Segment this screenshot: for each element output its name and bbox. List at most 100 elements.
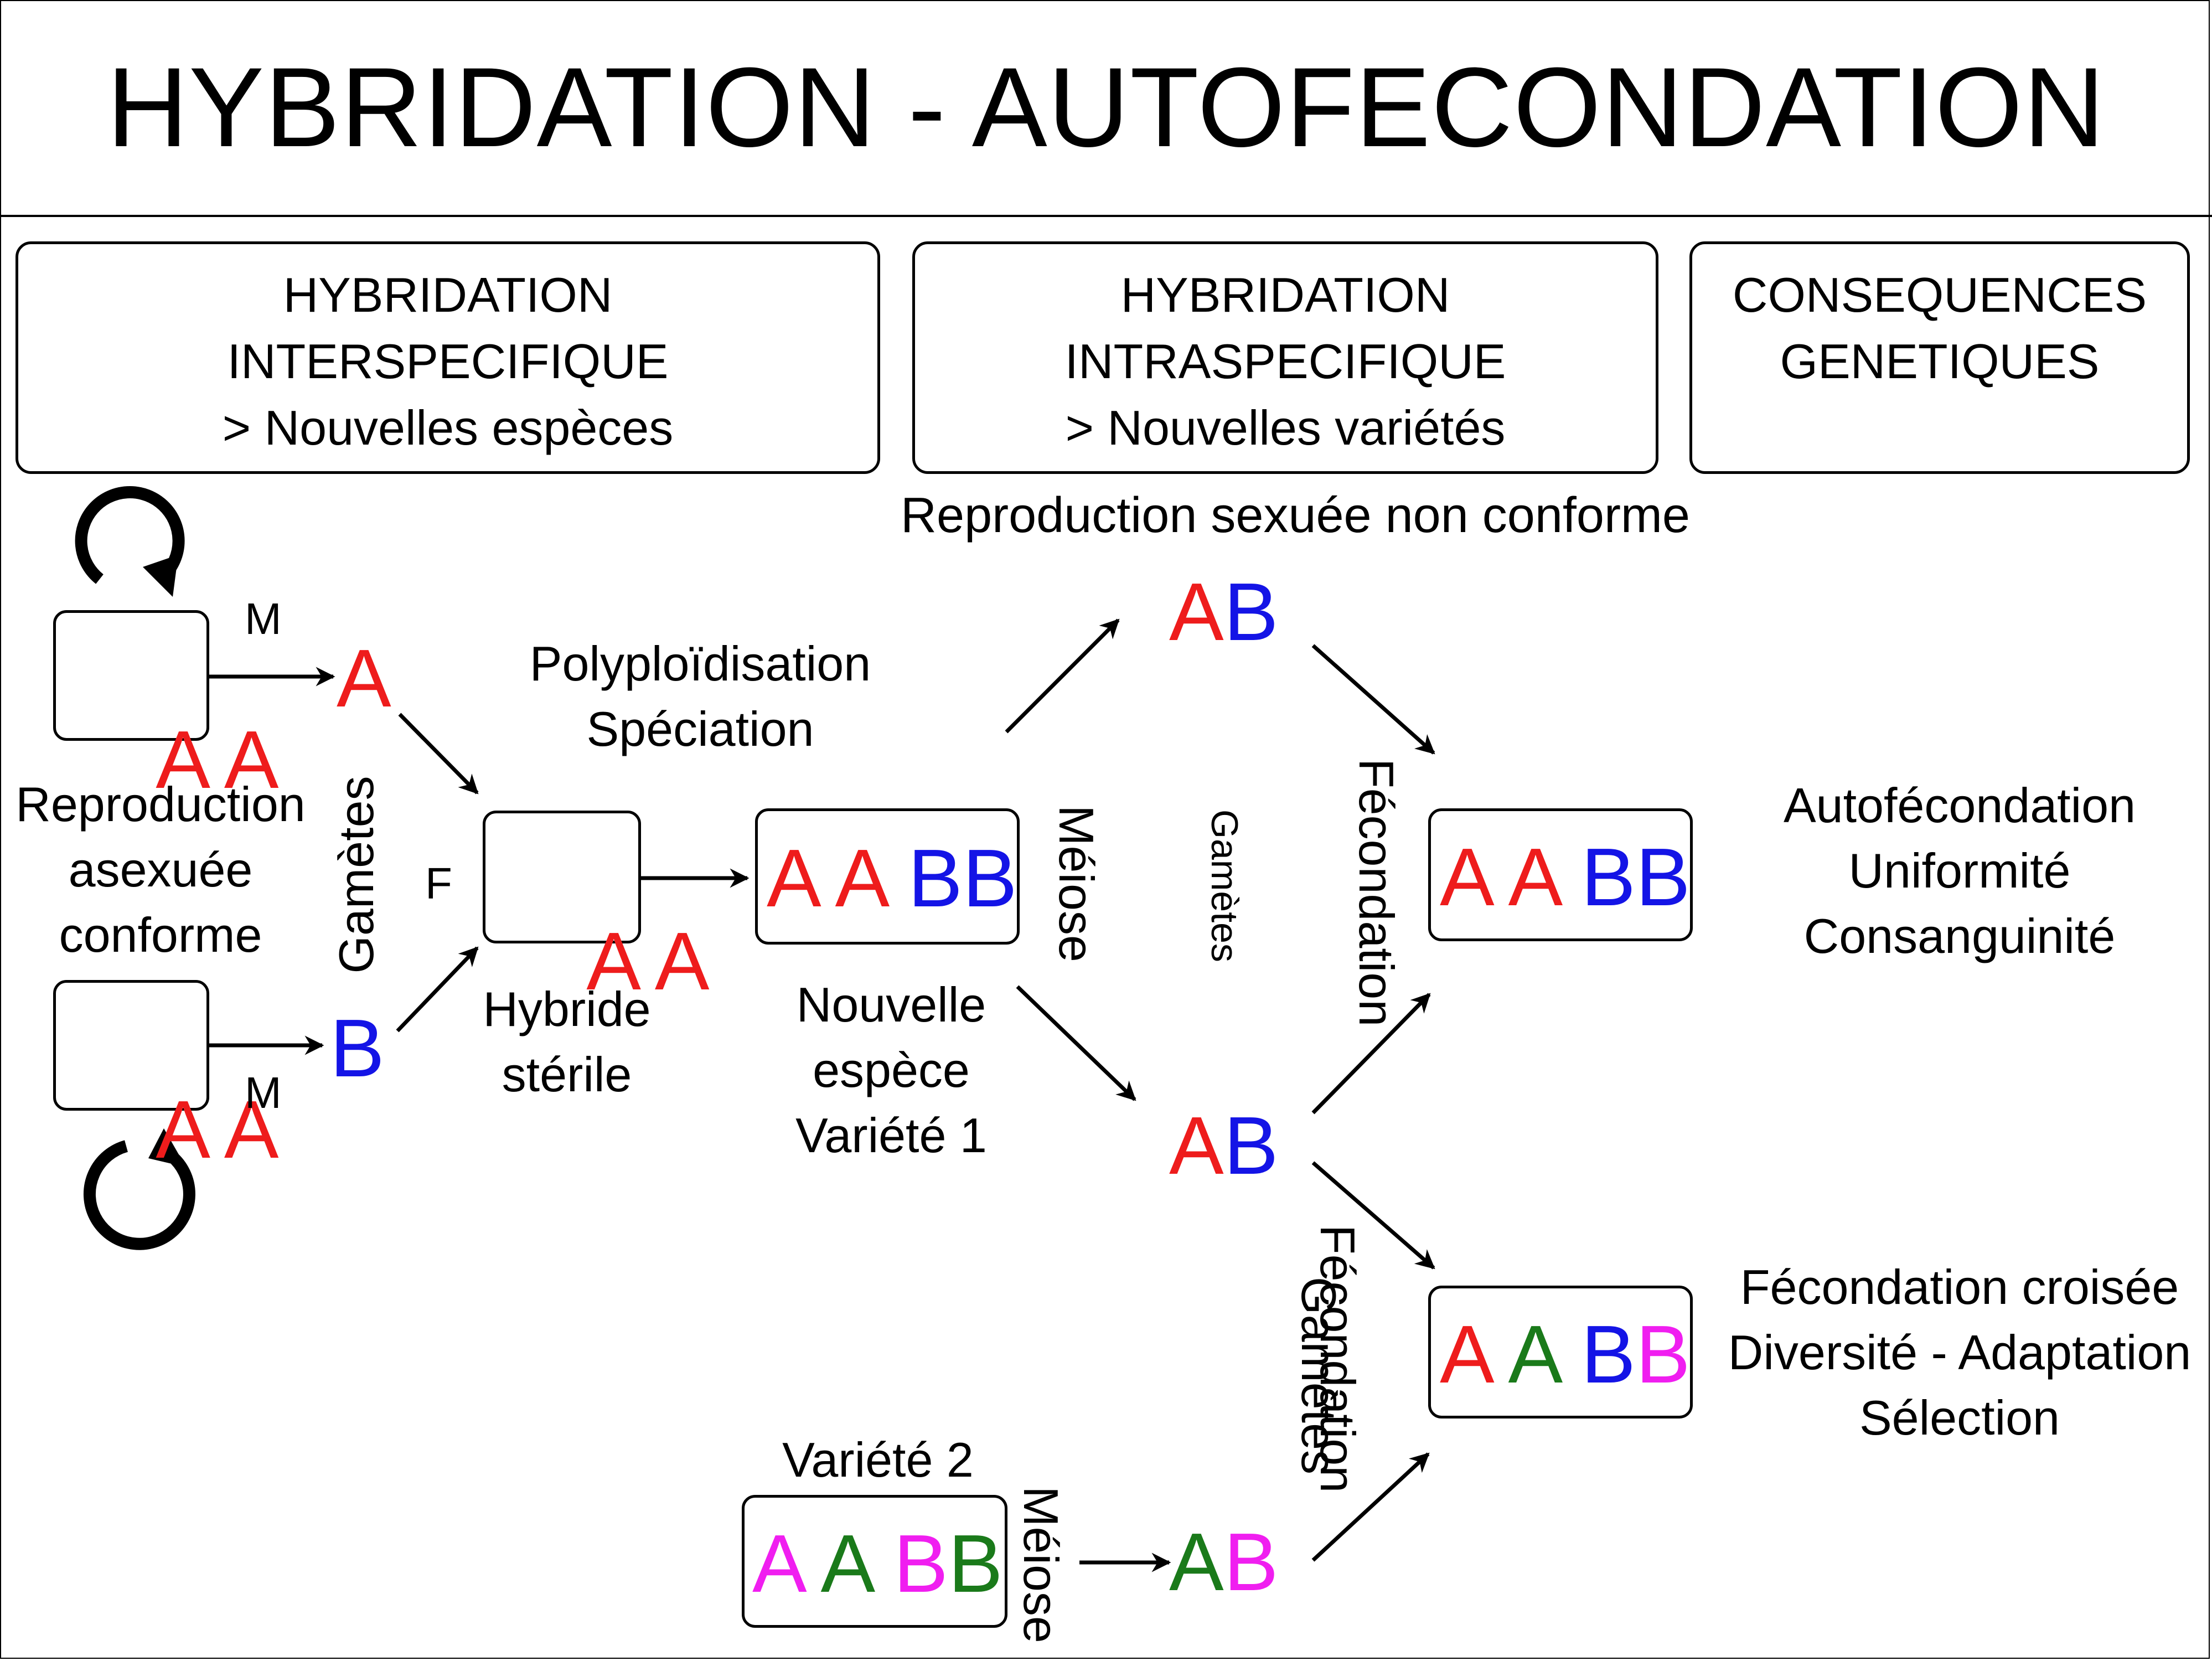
genotype-gamete-ab-top: AB xyxy=(1169,571,1278,653)
genotype-new-species: A A BB xyxy=(767,838,1017,920)
allele: B xyxy=(330,1003,385,1094)
label-line: Nouvelle xyxy=(796,977,986,1032)
label-line: Hybride xyxy=(483,982,651,1036)
parent-top-box: A A xyxy=(53,610,279,801)
label-line: Polyploïdisation xyxy=(529,636,871,691)
cycle-arrow-icon xyxy=(75,486,185,597)
gametes-left-label: Gamètes xyxy=(329,776,384,974)
autofecondation-label: Autofécondation Uniformité Consanguinité xyxy=(1733,773,2187,969)
allele: A xyxy=(337,633,391,724)
allele: A xyxy=(835,833,886,924)
allele: A xyxy=(586,916,637,1007)
fecondation-label-2: Fécondation xyxy=(1310,1224,1365,1493)
header-line: CONSEQUENCES xyxy=(1732,267,2147,322)
allele: B xyxy=(948,1518,1003,1610)
self-result-box: A A BB xyxy=(1428,808,1693,941)
reproduction-asexuee-label: Reproduction asexuée conforme xyxy=(3,772,318,968)
allele: A xyxy=(820,1518,871,1610)
allele: B xyxy=(908,833,963,924)
label-line: conforme xyxy=(59,907,262,962)
genotype-gamete-ab-mid: AB xyxy=(1169,1105,1278,1187)
label-line: espèce xyxy=(813,1043,970,1097)
arrow-ab-mid-to-self xyxy=(1311,993,1431,1115)
allele: A xyxy=(1440,832,1490,923)
genotype-gamete-top: A xyxy=(337,638,391,720)
allele: A xyxy=(1169,1516,1224,1608)
male-label-top: M xyxy=(245,594,282,643)
header-line: GENETIQUES xyxy=(1780,334,2100,389)
meiose-label-1: Méiose xyxy=(1049,805,1104,962)
allele: A xyxy=(767,833,817,924)
header-consequences: CONSEQUENCES GENETIQUES xyxy=(1689,241,2190,474)
label-line: Variété 1 xyxy=(795,1108,987,1163)
allele: A xyxy=(1169,1100,1224,1191)
arrow-gamete-b-to-hybrid xyxy=(396,946,479,1033)
header-intraspecific: HYBRIDATION INTRASPECIFIQUE > Nouvelles … xyxy=(912,241,1658,474)
fecondation-label-1: Fécondation xyxy=(1349,758,1404,1027)
allele: A xyxy=(1169,566,1224,658)
arrow-ab-top-to-self xyxy=(1311,644,1435,755)
header-line: HYBRIDATION xyxy=(283,267,613,322)
arrow-meiose-to-ab-top xyxy=(1005,618,1120,734)
allele: A xyxy=(1508,1309,1559,1400)
allele: B xyxy=(1223,1100,1279,1191)
allele: B xyxy=(1581,832,1636,923)
genotype-parent-bottom: A A xyxy=(69,1007,279,1253)
header-line: > Nouvelles variétés xyxy=(1065,400,1506,455)
allele: B xyxy=(1223,566,1279,658)
variety-2-box: A A BB xyxy=(742,1495,1007,1628)
arrow-ab-low-to-cross xyxy=(1311,1452,1430,1562)
fecondation-croisee-label: Fécondation croisée Diversité - Adaptati… xyxy=(1710,1255,2209,1451)
female-label: F xyxy=(425,859,452,908)
genotype-hybrid: A A xyxy=(500,839,710,1085)
allele: A xyxy=(156,1084,206,1175)
header-line: INTRASPECIFIQUE xyxy=(1064,334,1506,389)
reproduction-sexuee-label: Reproduction sexuée non conforme xyxy=(901,488,1690,543)
label-line: Fécondation croisée xyxy=(1740,1260,2179,1314)
cross-result-box: A A BB xyxy=(1428,1286,1693,1418)
hybrid-box: A A xyxy=(483,811,710,1003)
parent-bottom-box: A A xyxy=(53,980,279,1171)
allele: B xyxy=(1581,1309,1636,1400)
meiose-label-2: Méiose xyxy=(1014,1486,1068,1643)
header-interspecific: HYBRIDATION INTERSPECIFIQUE > Nouvelles … xyxy=(15,241,880,474)
genotype-variety-2: A A BB xyxy=(752,1523,1003,1605)
allele: B xyxy=(1635,1309,1691,1400)
genotype-cross-result: A A BB xyxy=(1440,1314,1691,1396)
male-label-bottom: M xyxy=(245,1068,282,1117)
header-line: HYBRIDATION xyxy=(1120,267,1450,322)
genotype-gamete-bottom: B xyxy=(330,1008,385,1090)
label-line: Diversité - Adaptation xyxy=(1728,1325,2192,1380)
allele: B xyxy=(1223,1516,1279,1608)
allele: A xyxy=(1508,832,1559,923)
allele: A xyxy=(224,714,279,806)
gametes-mid-label: Gamètes xyxy=(1203,809,1245,962)
genotype-self-result: A A BB xyxy=(1440,837,1691,919)
label-line: Sélection xyxy=(1859,1390,2060,1445)
allele: A xyxy=(1440,1309,1490,1400)
label-line: Uniformité xyxy=(1848,843,2071,898)
genotype-gamete-ab-low: AB xyxy=(1169,1521,1278,1603)
label-line: Consanguinité xyxy=(1803,909,2116,963)
allele: A xyxy=(224,1084,279,1175)
allele: A xyxy=(752,1518,803,1610)
arrow-gamete-a-to-hybrid xyxy=(398,713,479,795)
allele: B xyxy=(962,833,1017,924)
allele: A xyxy=(654,916,710,1007)
arrow-meiose-to-ab-mid xyxy=(1016,985,1136,1101)
nouvelle-espece-label: Nouvelle espèce Variété 1 xyxy=(753,972,1030,1168)
label-line: asexuée xyxy=(68,842,253,897)
cycle-arrow-icon xyxy=(83,1128,195,1250)
title-bar: HYBRIDATION - AUTOFECONDATION xyxy=(0,0,2212,217)
hybride-sterile-label: Hybride stérile xyxy=(430,977,704,1107)
label-line: stérile xyxy=(502,1047,632,1102)
header-line: > Nouvelles espèces xyxy=(222,400,674,455)
label-line: Autofécondation xyxy=(1783,778,2136,833)
variete-2-label: Variété 2 xyxy=(782,1432,974,1487)
allele: B xyxy=(1635,832,1691,923)
new-species-box: A A BB xyxy=(755,808,1020,945)
label-line: Spéciation xyxy=(586,701,814,756)
arrow-ab-mid-to-cross xyxy=(1311,1161,1435,1270)
